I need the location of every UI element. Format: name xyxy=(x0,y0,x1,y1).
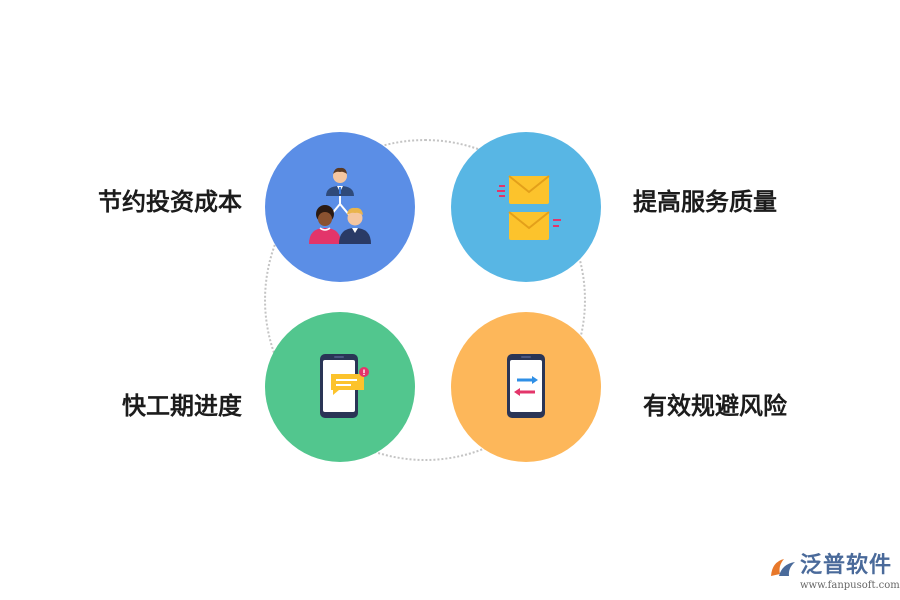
circle-speed-progress xyxy=(265,312,415,462)
label-save-cost: 节约投资成本 xyxy=(98,188,242,216)
phone-transfer-icon xyxy=(507,354,545,418)
circle-save-cost xyxy=(265,132,415,282)
label-improve-service: 提高服务质量 xyxy=(633,188,777,216)
brand-name: 泛普软件 xyxy=(800,553,893,578)
circle-improve-service xyxy=(451,132,601,282)
label-avoid-risk: 有效规避风险 xyxy=(643,392,787,420)
brand-url: www.fanpusoft.com xyxy=(800,580,900,591)
circle-avoid-risk xyxy=(451,312,601,462)
envelopes-icon xyxy=(497,175,561,240)
fanpu-logo-icon xyxy=(771,559,795,576)
dotted-ring xyxy=(264,139,586,461)
brand-logo: 泛普软件 www.fanpusoft.com xyxy=(768,552,900,596)
label-speed-progress: 快工期进度 xyxy=(122,392,242,420)
team-hierarchy-icon xyxy=(309,167,371,244)
phone-message-icon xyxy=(320,354,369,418)
